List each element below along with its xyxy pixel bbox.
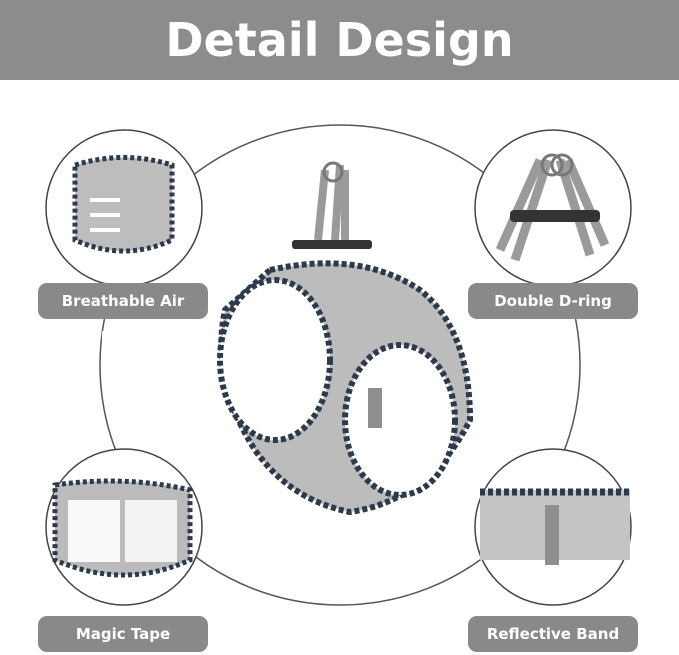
main-circle — [99, 124, 581, 606]
label-magic-tape: Magic Tape — [38, 616, 208, 652]
label-breathable-air-mesh: Breathable Air Mesh — [38, 283, 208, 346]
harness-image — [217, 161, 474, 516]
detail-circle-d-ring — [474, 129, 632, 287]
label-reflective-band: Reflective Band — [468, 616, 638, 652]
detail-circle-reflective-band — [474, 448, 632, 606]
header-banner — [0, 0, 679, 80]
detail-circle-air-mesh — [45, 129, 203, 287]
label-double-d-ring: Double D-ring — [468, 283, 638, 319]
detail-circle-magic-tape — [45, 448, 203, 606]
page-title: Detail Design — [165, 13, 514, 67]
